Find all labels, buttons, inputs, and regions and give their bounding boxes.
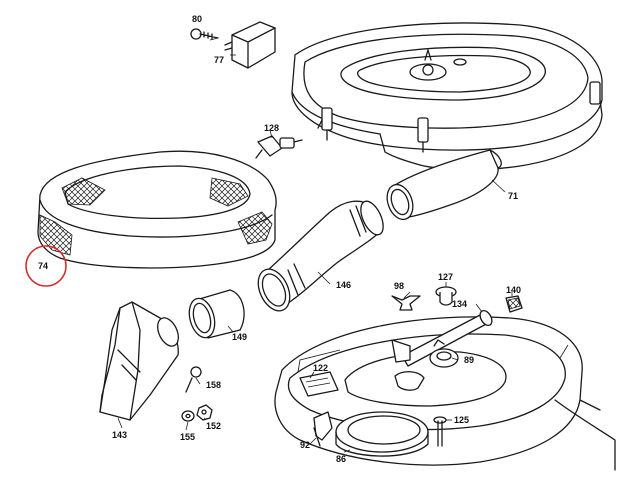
part-label-127[interactable]: 127: [438, 272, 453, 282]
clamp-92: [313, 411, 333, 447]
part-label-134[interactable]: 134: [452, 299, 467, 309]
nut-152: [196, 404, 213, 421]
part-label-152[interactable]: 152: [206, 421, 221, 431]
part-label-89[interactable]: 89: [464, 355, 474, 365]
clip-140: [505, 295, 523, 313]
air-cleaner-cover: [291, 22, 603, 171]
bracket-77: [224, 21, 276, 69]
coupling-149: [188, 289, 245, 339]
part-label-155[interactable]: 155: [180, 432, 195, 442]
screw-158: [185, 366, 202, 393]
part-label-92[interactable]: 92: [300, 440, 310, 450]
part-label-122[interactable]: 122: [313, 363, 328, 373]
washer-155: [181, 410, 195, 422]
part-label-128[interactable]: 128: [264, 123, 279, 133]
part-label-140[interactable]: 140: [506, 285, 521, 295]
part-label-86[interactable]: 86: [336, 454, 346, 464]
intake-duct-71: [386, 149, 502, 221]
intake-funnel-143: [99, 301, 179, 421]
leader-lines: [117, 37, 513, 453]
sensor-128: [255, 135, 303, 159]
wing-nut-98: [391, 295, 421, 311]
screw-80: [190, 28, 219, 40]
filter-element-74: [37, 150, 277, 269]
part-label-149[interactable]: 149: [232, 332, 247, 342]
part-label-77[interactable]: 77: [214, 55, 224, 65]
part-label-74[interactable]: 74: [38, 261, 48, 271]
part-label-143[interactable]: 143: [112, 430, 127, 440]
part-label-158[interactable]: 158: [206, 380, 221, 390]
grommet-89: [429, 339, 459, 368]
part-label-80[interactable]: 80: [192, 14, 202, 24]
hose-146: [257, 200, 384, 312]
part-labels: 80 77 128 71 74 146 98 127 140 134 149 1…: [38, 14, 521, 464]
part-label-98[interactable]: 98: [394, 281, 404, 291]
part-label-71[interactable]: 71: [508, 191, 518, 201]
grommet-127: [435, 286, 457, 306]
tube-134: [391, 309, 493, 367]
pin-125: [433, 416, 447, 447]
label-plate-122: [299, 371, 339, 397]
part-label-125[interactable]: 125: [454, 415, 469, 425]
highlight-circle-74: [25, 245, 67, 287]
part-label-146[interactable]: 146: [336, 280, 351, 290]
seal-ring-86: [335, 411, 429, 457]
